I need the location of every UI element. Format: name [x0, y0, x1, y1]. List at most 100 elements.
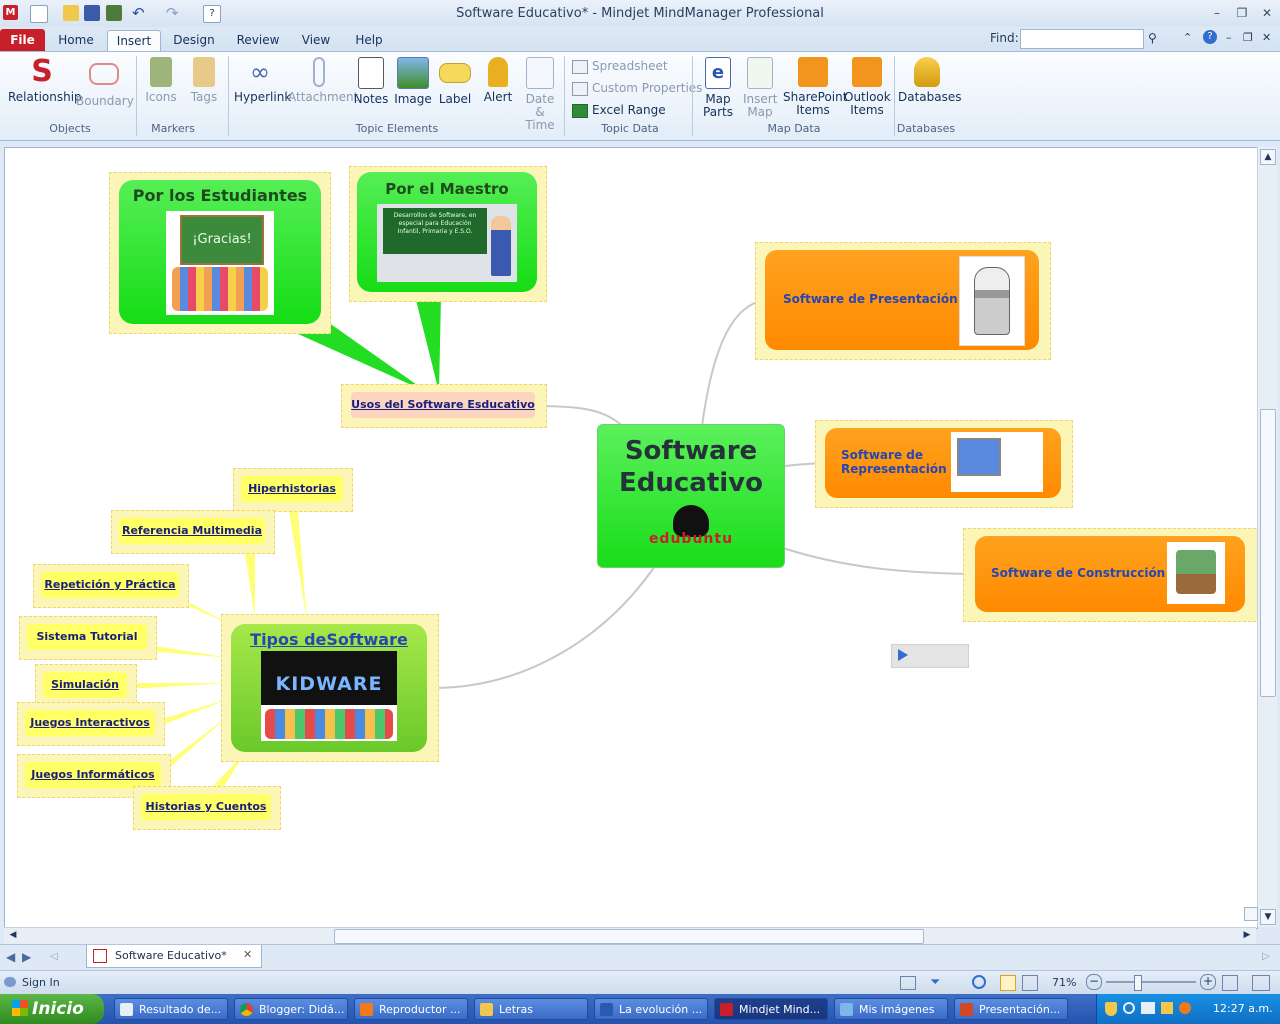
- ribbon-minimize-icon[interactable]: ⌃: [1183, 31, 1193, 44]
- play-icon[interactable]: [898, 649, 908, 661]
- filter-icon[interactable]: ⏷: [930, 975, 941, 990]
- zoom-slider[interactable]: [1106, 981, 1196, 983]
- subtopic-historias-cuentos[interactable]: Historias y Cuentos: [141, 794, 271, 820]
- attachment-button[interactable]: Attachment: [288, 57, 358, 104]
- central-topic[interactable]: Software Educativo edubuntu: [597, 424, 785, 568]
- search-icon[interactable]: [1123, 1002, 1135, 1014]
- taskbar-item[interactable]: Presentación...: [954, 998, 1068, 1020]
- subtopic-repeticion-practica[interactable]: Repetición y Práctica: [41, 572, 179, 598]
- network-icon[interactable]: [1141, 1002, 1155, 1014]
- image-button[interactable]: Image: [394, 57, 432, 106]
- scroll-right-arrow-icon[interactable]: ▶: [1243, 930, 1251, 940]
- save-icon[interactable]: [84, 5, 100, 21]
- subtopic-juegos-interactivos[interactable]: Juegos Interactivos: [25, 710, 155, 736]
- icons-button[interactable]: Icons: [142, 57, 180, 104]
- split-view-icon[interactable]: [1244, 907, 1258, 921]
- tab-home[interactable]: Home: [58, 33, 94, 47]
- tab-help[interactable]: Help: [355, 33, 383, 47]
- restore-icon[interactable]: ❐: [1236, 6, 1248, 20]
- tab-design[interactable]: Design: [173, 33, 215, 47]
- close-icon[interactable]: ✕: [1261, 6, 1273, 20]
- fit-map-icon[interactable]: [1222, 975, 1238, 991]
- volume-icon[interactable]: [1161, 1002, 1173, 1014]
- help-icon[interactable]: ?: [203, 5, 221, 23]
- antivirus-icon[interactable]: [1179, 1002, 1191, 1014]
- tab-review[interactable]: Review: [236, 33, 280, 47]
- shield-icon[interactable]: [1105, 1002, 1117, 1016]
- notes-button[interactable]: Notes: [352, 57, 390, 106]
- hyperlink-button[interactable]: ∞ Hyperlink: [234, 57, 291, 104]
- callout-teacher[interactable]: Por el Maestro Desarrollos de Software, …: [357, 172, 537, 292]
- construccion-topic[interactable]: Software de Construcción: [975, 536, 1245, 612]
- map-parts-button[interactable]: e Map Parts: [698, 57, 738, 119]
- subtopic-simulacion[interactable]: Simulación: [43, 672, 127, 698]
- taskbar-item[interactable]: Resultado de...: [114, 998, 228, 1020]
- date-time-button[interactable]: Date & Time: [518, 57, 562, 132]
- help-circle-icon[interactable]: ?: [1203, 30, 1217, 44]
- spreadsheet-button[interactable]: Spreadsheet: [572, 57, 668, 75]
- map-canvas[interactable]: Por los Estudiantes ¡Gracias! Por el Mae…: [4, 147, 1258, 929]
- vertical-scrollbar[interactable]: ▲ ▼: [1244, 147, 1277, 927]
- scroll-left-arrow-icon[interactable]: ◀: [9, 930, 17, 940]
- nav-forward-icon[interactable]: ▶: [22, 950, 32, 964]
- document-tab-close-icon[interactable]: ✕: [243, 948, 253, 961]
- tab-scroll-left-icon[interactable]: ◁: [50, 951, 58, 962]
- minimize-icon[interactable]: –: [1214, 6, 1220, 20]
- document-tab[interactable]: Software Educativo* ✕: [86, 945, 262, 968]
- boundary-button[interactable]: Boundary: [76, 57, 134, 108]
- vertical-scroll-thumb[interactable]: [1260, 409, 1276, 697]
- custom-properties-button[interactable]: Custom Properties: [572, 79, 702, 97]
- taskbar-item-active[interactable]: Mindjet Mind...: [714, 998, 828, 1020]
- tab-view[interactable]: View: [301, 33, 331, 47]
- scroll-up-arrow-icon[interactable]: ▲: [1260, 149, 1276, 165]
- view-switch-icon[interactable]: [1252, 975, 1270, 991]
- taskbar-item[interactable]: Reproductor ...: [354, 998, 468, 1020]
- nav-back-icon[interactable]: ◀: [6, 950, 16, 964]
- tab-scroll-right-icon[interactable]: ▷: [1262, 951, 1270, 962]
- uses-topic[interactable]: Usos del Software Esducativo: [351, 392, 535, 418]
- find-input[interactable]: [1020, 29, 1144, 49]
- representacion-topic[interactable]: Software de Representación: [825, 428, 1061, 498]
- open-folder-icon[interactable]: [63, 5, 79, 21]
- tipos-topic[interactable]: Tipos deSoftware KIDWARE: [231, 624, 427, 752]
- subtopic-referencia-multimedia[interactable]: Referencia Multimedia: [119, 518, 265, 544]
- subtopic-juegos-informaticos[interactable]: Juegos Informáticos: [25, 762, 161, 788]
- alert-button[interactable]: Alert: [480, 57, 516, 104]
- doc-close-icon[interactable]: ✕: [1262, 31, 1272, 44]
- subtopic-hiperhistorias[interactable]: Hiperhistorias: [241, 476, 343, 502]
- horizontal-scroll-thumb[interactable]: [334, 929, 924, 944]
- label-button[interactable]: Label: [436, 57, 474, 106]
- zoom-slider-thumb[interactable]: [1134, 975, 1142, 991]
- new-doc-icon[interactable]: [30, 5, 48, 23]
- tags-button[interactable]: Tags: [186, 57, 222, 104]
- taskbar-item[interactable]: Letras: [474, 998, 588, 1020]
- undo-icon[interactable]: ↶: [132, 4, 145, 22]
- relationship-button[interactable]: S Relationship: [8, 57, 82, 104]
- horizontal-scrollbar[interactable]: ◀ ▶: [4, 927, 1256, 945]
- insert-map-button[interactable]: Insert Map: [740, 57, 780, 119]
- databases-button[interactable]: Databases: [898, 57, 962, 104]
- scroll-down-arrow-icon[interactable]: ▼: [1260, 909, 1276, 925]
- taskbar-item[interactable]: Blogger: Didá...: [234, 998, 348, 1020]
- sign-in-button[interactable]: Sign In: [22, 976, 60, 989]
- taskbar-item[interactable]: Mis imágenes: [834, 998, 948, 1020]
- media-play-control[interactable]: [891, 644, 969, 668]
- map-view-icon[interactable]: [1000, 975, 1016, 991]
- outline-view-icon[interactable]: [1022, 975, 1038, 991]
- tab-file[interactable]: File: [0, 29, 45, 51]
- subtopic-sistema-tutorial[interactable]: Sistema Tutorial: [27, 624, 147, 650]
- taskbar-item[interactable]: La evolución ...: [594, 998, 708, 1020]
- save-all-icon[interactable]: [106, 5, 122, 21]
- presentacion-topic[interactable]: Software de Presentación: [765, 250, 1039, 350]
- zoom-in-icon[interactable]: +: [1200, 974, 1216, 990]
- excel-range-button[interactable]: Excel Range: [572, 101, 666, 119]
- zoom-out-icon[interactable]: −: [1086, 974, 1102, 990]
- doc-minimize-icon[interactable]: –: [1226, 31, 1232, 44]
- task-pane-icon[interactable]: [900, 976, 916, 990]
- start-button[interactable]: Inicio: [0, 994, 104, 1024]
- layout-icon[interactable]: [972, 975, 986, 989]
- redo-icon[interactable]: ↷: [166, 4, 179, 22]
- tab-insert[interactable]: Insert: [107, 30, 161, 51]
- outlook-items-button[interactable]: Outlook Items: [844, 57, 891, 117]
- app-icon[interactable]: M: [3, 5, 18, 20]
